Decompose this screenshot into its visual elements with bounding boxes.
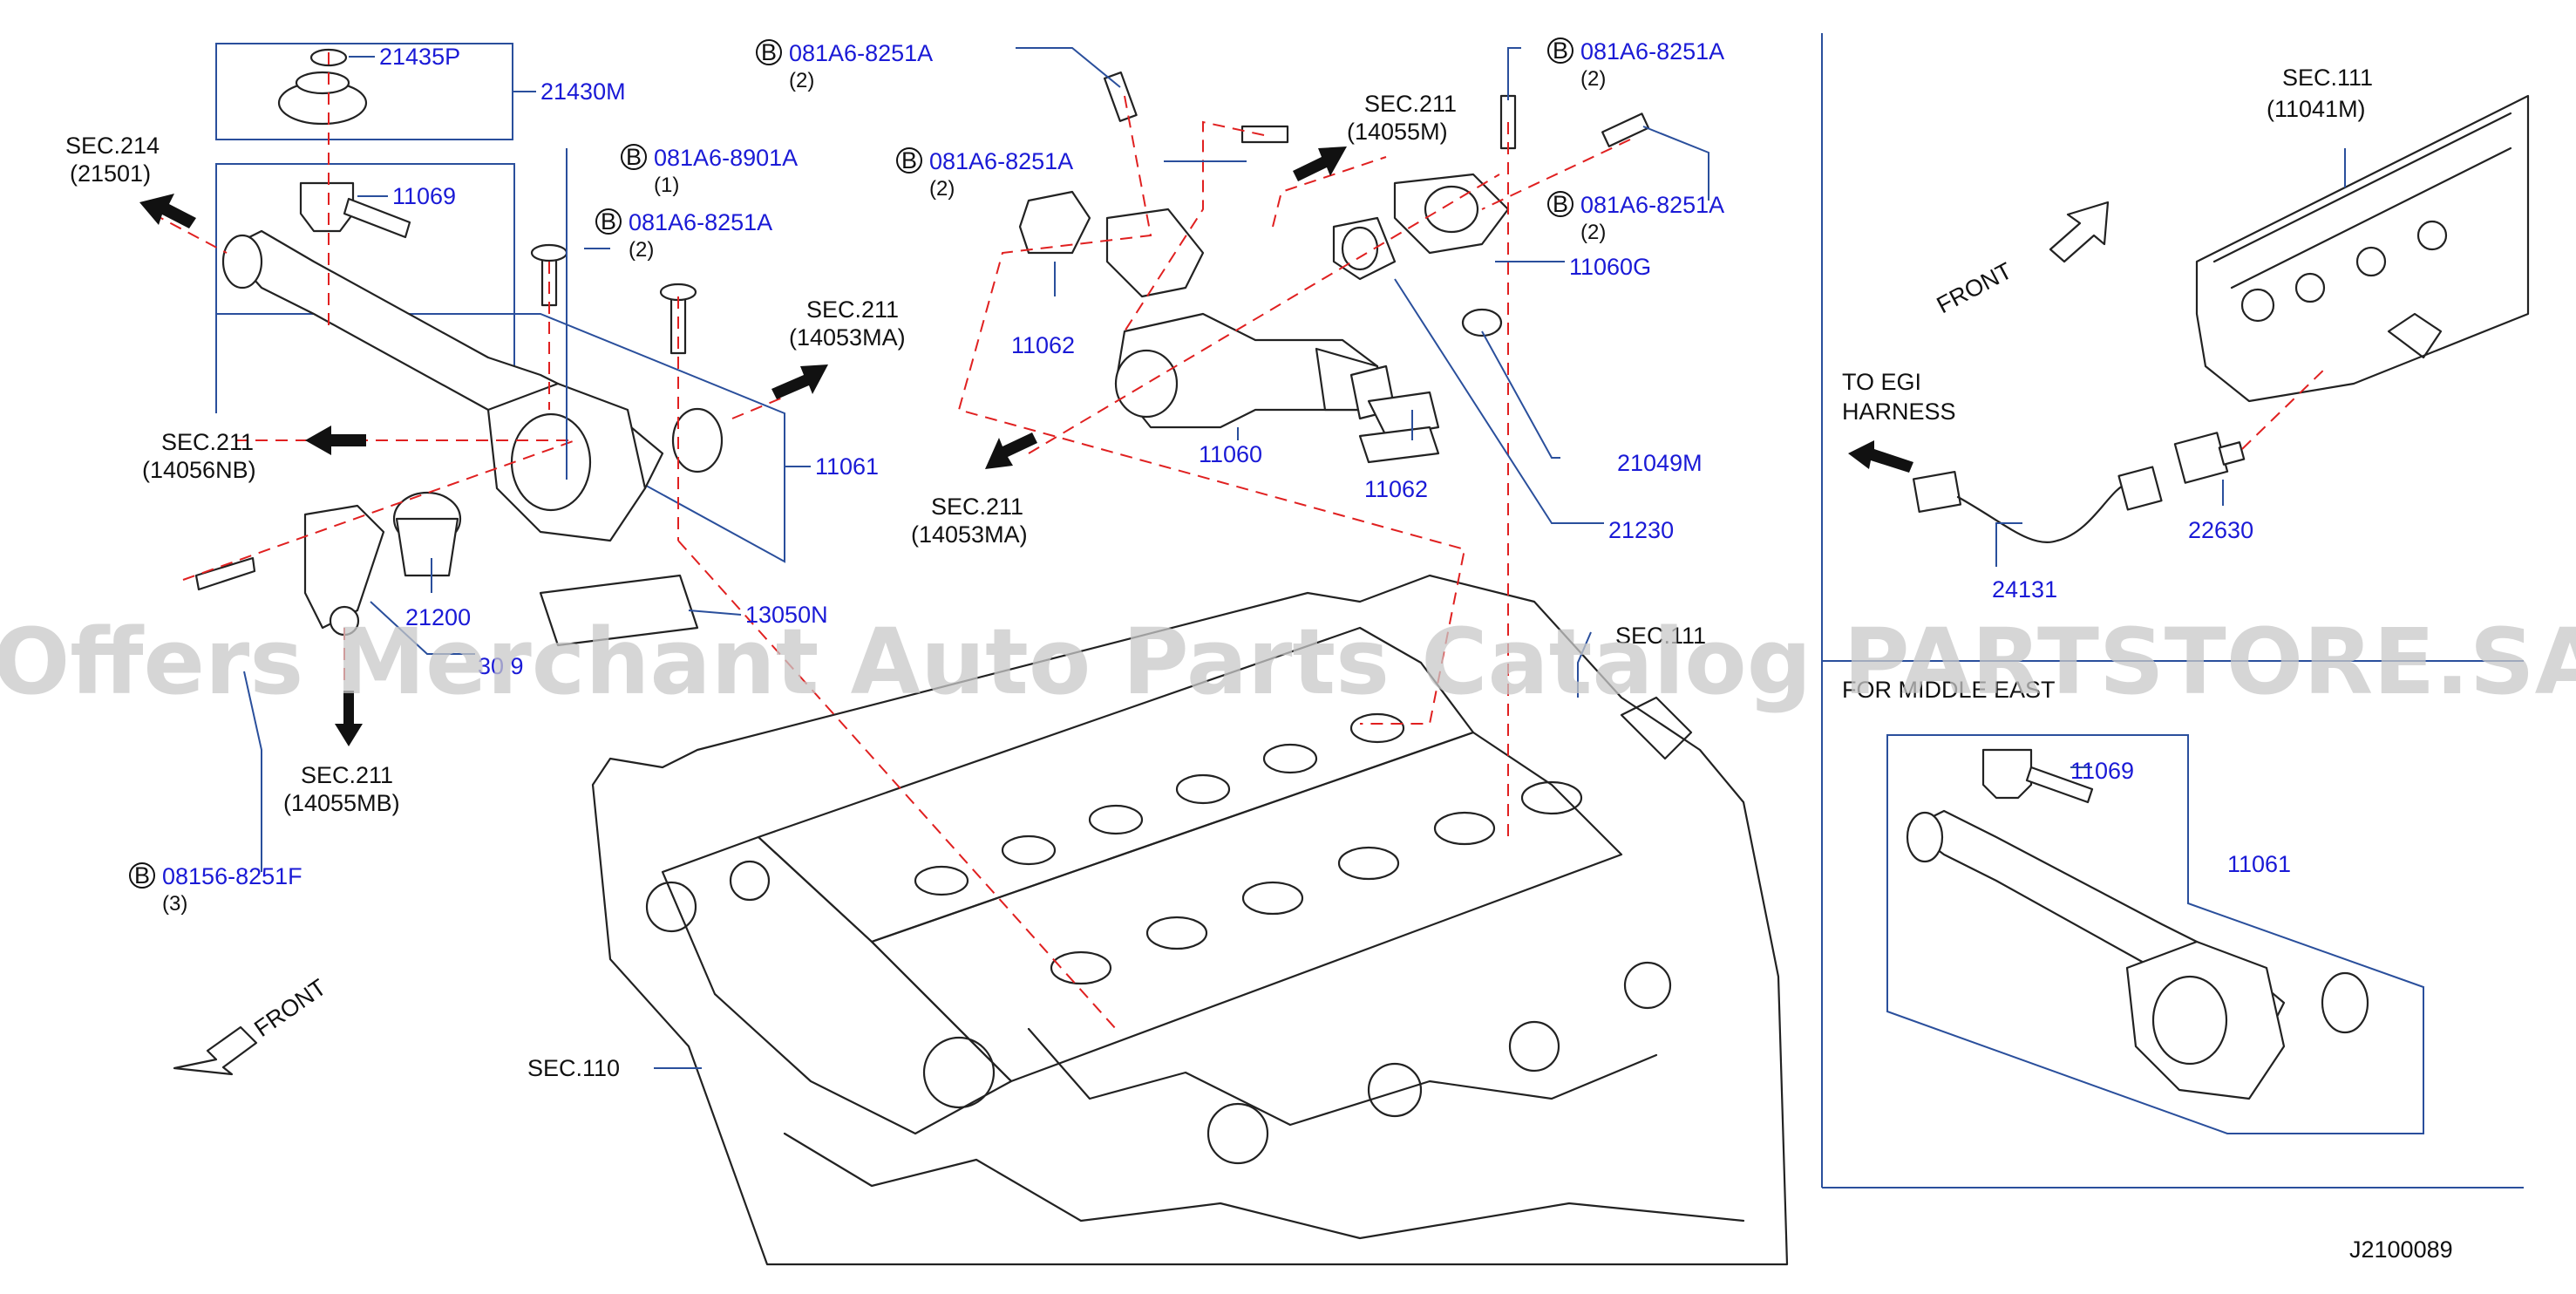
sensor-harness-drawing bbox=[1912, 365, 2328, 543]
arrow-sec211-m bbox=[1293, 146, 1347, 181]
bolt-part-b1[interactable]: 081A6-8251A bbox=[789, 40, 933, 66]
arrow-sec211-nb bbox=[305, 426, 366, 455]
part-11062-a[interactable]: 11062 bbox=[1011, 332, 1075, 358]
badge-b4: B bbox=[901, 147, 917, 174]
arrow-sec211-mb bbox=[335, 691, 363, 746]
middle-east-label: FOR MIDDLE EAST bbox=[1842, 677, 2056, 703]
sec-211-mb-ref: (14055MB) bbox=[283, 790, 400, 816]
badge-b3: B bbox=[626, 144, 642, 170]
bolt-part-b2[interactable]: 081A6-8251A bbox=[1580, 38, 1724, 65]
part-24131[interactable]: 24131 bbox=[1992, 576, 2057, 603]
sec-214-ref: (21501) bbox=[70, 160, 151, 187]
part-labels: 21435P 21430M 11069 11061 21200 13050N 3… bbox=[379, 44, 2291, 877]
sec-211-m-ref: (14055M) bbox=[1347, 119, 1448, 145]
front-arrow-left-icon bbox=[173, 1025, 258, 1076]
part-11061[interactable]: 11061 bbox=[815, 453, 879, 480]
bolt-labels: 081A6-8251A (2) 081A6-8251A (2) 081A6-89… bbox=[162, 38, 1724, 916]
arrow-sec211-ma-top bbox=[771, 364, 828, 399]
bolt-qty-b3: (1) bbox=[654, 174, 679, 197]
reference-dashed-lines bbox=[152, 52, 1631, 1030]
engine-block-drawing bbox=[591, 574, 1789, 1266]
arrow-sec211-ma-mid bbox=[985, 432, 1037, 469]
part-21230[interactable]: 21230 bbox=[1608, 517, 1674, 543]
bolt-qty-b1: (2) bbox=[789, 69, 814, 92]
part-21435P[interactable]: 21435P bbox=[379, 44, 460, 70]
front-arrows bbox=[173, 201, 2110, 1076]
front-arrow-right-icon bbox=[2049, 201, 2110, 263]
direction-arrows bbox=[139, 146, 1913, 746]
bolt-part-b7[interactable]: 08156-8251F bbox=[162, 863, 302, 889]
part-21200[interactable]: 21200 bbox=[405, 604, 471, 630]
part-11061-me[interactable]: 11061 bbox=[2227, 851, 2291, 877]
arrow-sec214 bbox=[139, 194, 196, 228]
bolt-part-b6[interactable]: 081A6-8251A bbox=[1580, 192, 1724, 218]
front-label-right: FRONT bbox=[1933, 257, 2016, 318]
part-11062-b[interactable]: 11062 bbox=[1364, 476, 1428, 502]
badge-b2: B bbox=[1553, 37, 1568, 64]
badge-b5: B bbox=[601, 208, 616, 235]
bolt-qty-b2: (2) bbox=[1580, 67, 1606, 91]
bolt-part-b5[interactable]: 081A6-8251A bbox=[629, 209, 772, 235]
part-13050N[interactable]: 13050N bbox=[745, 602, 828, 628]
sec-211-ma-top-ref: (14053MA) bbox=[789, 324, 906, 351]
water-pipe-drawing bbox=[194, 43, 1650, 647]
bolt-qty-b5: (2) bbox=[629, 238, 654, 262]
badge-b7: B bbox=[134, 862, 150, 889]
badge-b6: B bbox=[1553, 191, 1568, 217]
arrow-to-egi bbox=[1848, 440, 1913, 473]
middle-east-inset-drawing bbox=[1886, 734, 2424, 1134]
water-outlet-drawing bbox=[1018, 173, 1510, 464]
cap-group-box bbox=[215, 43, 513, 140]
pipe-group-box bbox=[215, 163, 785, 563]
bolt-qty-b7: (3) bbox=[162, 892, 187, 916]
badges: B B B B B B B bbox=[129, 37, 1573, 889]
sec-214[interactable]: SEC.214 bbox=[65, 133, 160, 159]
part-11060[interactable]: 11060 bbox=[1199, 441, 1262, 467]
sec-111-right[interactable]: SEC.111 bbox=[2282, 65, 2373, 91]
watermark-text: Offers Merchant Auto Parts Catalog PARTS… bbox=[0, 609, 2576, 715]
harness-label: HARNESS bbox=[1842, 398, 1956, 425]
bolt-part-b3[interactable]: 081A6-8901A bbox=[654, 145, 798, 171]
part-11069[interactable]: 11069 bbox=[392, 183, 456, 209]
badge-b1: B bbox=[761, 39, 777, 65]
to-egi-label: TO EGI bbox=[1842, 369, 1921, 395]
section-labels: SEC.214 (21501) SEC.211 (14056NB) SEC.21… bbox=[65, 65, 2373, 1081]
sec-211-mb[interactable]: SEC.211 bbox=[301, 762, 393, 788]
sec-211-ma-mid[interactable]: SEC.211 bbox=[931, 494, 1023, 520]
part-21430M[interactable]: 21430M bbox=[540, 78, 626, 105]
sec-111-right-ref: (11041M) bbox=[2267, 96, 2366, 122]
part-11060G[interactable]: 11060G bbox=[1569, 254, 1651, 280]
part-21049M[interactable]: 21049M bbox=[1617, 450, 1703, 476]
part-22630[interactable]: 22630 bbox=[2188, 517, 2253, 543]
leader-lines bbox=[243, 47, 2346, 1069]
diagram-id: J2100089 bbox=[2349, 1236, 2453, 1263]
bolt-qty-b6: (2) bbox=[1580, 221, 1606, 244]
bolt-part-b4[interactable]: 081A6-8251A bbox=[929, 148, 1073, 174]
bolt-qty-b4: (2) bbox=[929, 177, 955, 201]
part-11069-me[interactable]: 11069 bbox=[2070, 758, 2134, 784]
sec-211-nb-ref: (14056NB) bbox=[142, 457, 256, 483]
sec-211-ma-mid-ref: (14053MA) bbox=[911, 521, 1028, 548]
sec-110[interactable]: SEC.110 bbox=[527, 1055, 620, 1081]
sec-111-main[interactable]: SEC.111 bbox=[1615, 623, 1706, 649]
right-cylinder-head-drawing bbox=[2195, 94, 2530, 403]
right-panel-frame bbox=[1821, 33, 2524, 1188]
part-30-9[interactable]: 30 9 bbox=[478, 653, 524, 679]
sec-211-m[interactable]: SEC.211 bbox=[1364, 91, 1457, 117]
sec-211-ma-top[interactable]: SEC.211 bbox=[806, 296, 899, 323]
sec-211-nb[interactable]: SEC.211 bbox=[161, 429, 254, 455]
front-label-left: FRONT bbox=[249, 974, 330, 1042]
